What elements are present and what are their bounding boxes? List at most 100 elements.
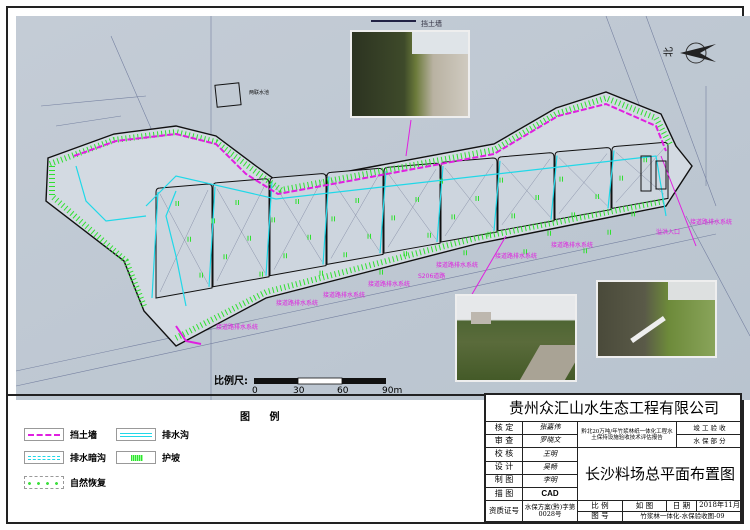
scale-value: 如 图 — [623, 501, 667, 512]
drawing-frame: 挡土墙 两联水池 北 接道路排水系统 接道路排水系统 接道路排水系统 接道路排水… — [6, 6, 750, 524]
legend-label: 自然恢复 — [70, 479, 107, 489]
drain-ditch — [322, 176, 330, 265]
stage-label: 竣 工 验 收 — [677, 422, 742, 436]
retaining-wall-photo — [350, 30, 470, 118]
vegetation-mark — [415, 197, 419, 202]
vegetation-mark — [583, 248, 587, 254]
drain-ditch — [493, 160, 501, 231]
signature: CAD — [523, 488, 578, 502]
slope-protection-icon — [116, 451, 156, 464]
vegetation-mark — [283, 253, 287, 259]
drain-label: 接道路排水系统 — [276, 300, 319, 307]
storage-compartments — [151, 141, 669, 299]
signature: 李明 — [523, 474, 578, 488]
legend-item-covered-drain: 排水暗沟 — [24, 451, 106, 464]
legend-label: 挡土墙 — [70, 431, 98, 441]
signature: 张嘉伟 — [523, 422, 578, 436]
vegetation-mark — [391, 215, 395, 221]
drain-ditch — [151, 191, 159, 299]
vegetation-mark — [535, 195, 539, 200]
dimension-lines — [15, 15, 750, 400]
signature: 罗晓文 — [523, 435, 578, 449]
slope-protection-top — [48, 94, 674, 194]
drain-ditch — [550, 155, 558, 220]
vegetation-mark — [259, 271, 263, 277]
retaining-wall-icon — [24, 428, 64, 441]
date-value: 2018年11月 — [697, 501, 742, 512]
vegetation-mark — [331, 216, 335, 222]
vegetation-mark — [319, 270, 323, 276]
drain-label: 接道路排水系统 — [368, 281, 411, 288]
vegetation-mark — [499, 177, 503, 183]
compartment-cross — [444, 163, 494, 237]
scale-tick: 90m — [382, 386, 403, 396]
vegetation-mark — [487, 231, 491, 237]
compartment-cross — [216, 184, 266, 281]
drain-label: 接道路排水系统 — [323, 292, 366, 299]
vegetation-mark — [547, 230, 551, 236]
vegetation-mark — [559, 176, 563, 182]
pool-label: 两联水池 — [249, 90, 270, 96]
north-label: 北 — [664, 47, 675, 57]
vegetation-mark — [595, 194, 599, 199]
scale-label: 比 例 — [578, 501, 623, 512]
scale-tick: 30 — [293, 386, 305, 396]
photo-pointer-line — [470, 235, 507, 297]
section-label: 水 保 部 分 — [677, 435, 742, 449]
retaining-wall-segment — [175, 325, 202, 345]
vegetation-mark — [343, 252, 347, 258]
site-plan-map: 挡土墙 两联水池 北 接道路排水系统 接道路排水系统 接道路排水系统 接道路排水… — [15, 15, 750, 400]
slope-protection-left — [49, 166, 147, 308]
vegetation-mark — [619, 175, 623, 181]
signature: 吴畅 — [523, 461, 578, 475]
vegetation-mark — [355, 198, 359, 203]
cert-label: 资质证号 — [486, 501, 523, 522]
legend-label: 护坡 — [162, 454, 181, 464]
vegetation-mark — [439, 178, 443, 184]
scale-bar — [254, 377, 386, 385]
vegetation-mark — [235, 200, 239, 205]
legend-item-retaining-wall: 挡土墙 — [24, 428, 97, 441]
vegetation-mark — [211, 218, 215, 224]
pool-box — [214, 82, 242, 108]
project-name: 黔北20万吨/年竹浆林纸一体化工程水土保持设施验收技术评估报告 — [578, 422, 677, 449]
photo-pointer-line — [405, 119, 412, 157]
vegetation-mark — [379, 269, 383, 275]
role-label: 审 查 — [486, 435, 523, 449]
drawing-title: 长沙料场总平面布置图 — [578, 448, 742, 502]
vegetation-mark — [607, 229, 611, 235]
drain-label: 接道路排水系统 — [436, 262, 479, 269]
vegetation-mark — [427, 232, 431, 238]
role-label: 描 图 — [486, 488, 523, 502]
building-box — [655, 160, 667, 190]
legend-item-natural-restoration: 自然恢复 — [24, 476, 106, 489]
vegetation-mark — [199, 272, 203, 278]
scale-tick: 0 — [252, 386, 258, 396]
road-label: S206道路 — [418, 273, 446, 280]
slope-protection-hatching — [48, 94, 674, 341]
vegetation-mark — [175, 201, 179, 206]
scale-label: 比例尺: — [214, 376, 248, 387]
date-label: 日 期 — [667, 501, 697, 512]
legend-item-drain-ditch: 排水沟 — [116, 428, 189, 441]
vegetation-mark — [631, 211, 635, 217]
vegetation-mark — [511, 213, 515, 219]
natural-restoration-photo — [455, 294, 577, 382]
legend-item-slope-protection: 护坡 — [116, 451, 180, 464]
vegetation-mark — [187, 236, 191, 242]
compartment-cross — [159, 189, 209, 293]
title-block: 贵州众汇山水生态工程有限公司 核 定张嘉伟审 查罗晓文校 核王明设 计吴畅制 图… — [484, 393, 742, 522]
legend-title: 图 例 — [240, 412, 288, 423]
drawing-no-value: 竹浆林一体化-水保验收图-09 — [623, 512, 742, 522]
vegetation-mark — [403, 251, 407, 257]
scale-tick: 60 — [337, 386, 349, 396]
photo-pointer-line — [660, 155, 697, 247]
vegetation-mark — [451, 214, 455, 220]
natural-restoration-icon — [24, 476, 64, 489]
drain-ditch — [208, 186, 216, 287]
role-label: 校 核 — [486, 448, 523, 462]
vegetation-mark — [271, 217, 275, 223]
drain-label: 接道路排水系统 — [216, 324, 259, 331]
drain-label: 接道路排水系统 — [690, 219, 733, 226]
vegetation-mark — [475, 196, 479, 201]
